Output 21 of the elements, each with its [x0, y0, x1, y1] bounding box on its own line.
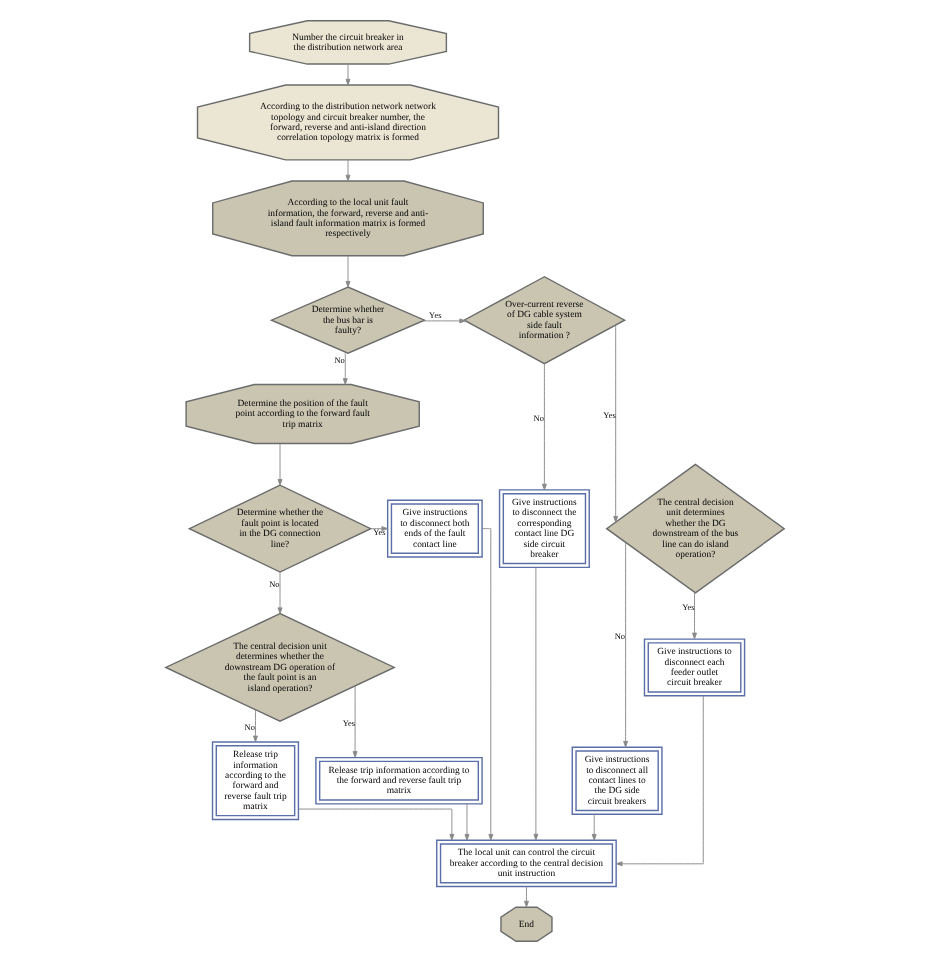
arrow	[369, 526, 388, 532]
arrow	[480, 528, 493, 841]
arrow	[532, 566, 538, 841]
arrow	[344, 159, 350, 182]
arrow	[297, 808, 454, 841]
arrow	[540, 363, 546, 491]
arrow	[344, 63, 350, 86]
arrow	[622, 542, 628, 748]
arrow	[614, 695, 703, 867]
arrow	[463, 803, 469, 841]
arrow	[691, 591, 696, 640]
arrow	[276, 571, 282, 614]
arrow	[344, 255, 350, 288]
arrow	[351, 685, 357, 758]
arrow	[341, 351, 347, 385]
arrow	[252, 709, 257, 743]
arrow	[276, 443, 282, 486]
arrow	[421, 318, 465, 324]
arrow	[523, 886, 528, 908]
arrow	[590, 813, 596, 841]
arrow	[612, 324, 618, 523]
